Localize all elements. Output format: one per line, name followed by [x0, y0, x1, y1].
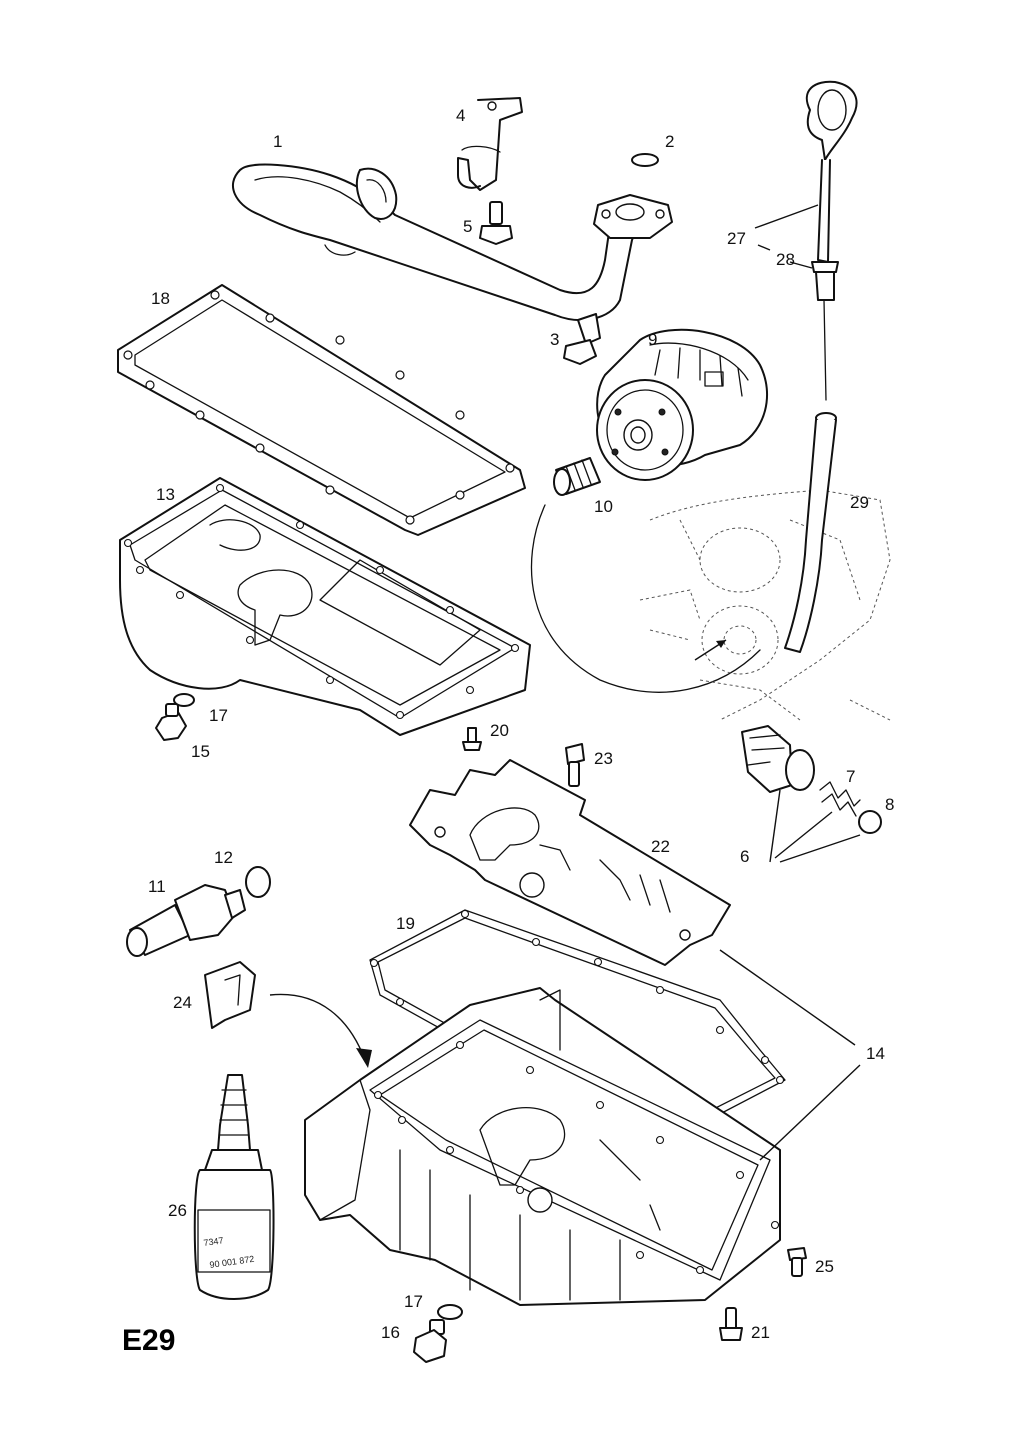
leader-lines: [719, 204, 861, 1161]
callout-14: 14: [866, 1044, 885, 1063]
oil-dipstick: [805, 80, 858, 401]
drain-plug-16: [413, 1319, 447, 1363]
oil-suction-pipe: [231, 163, 673, 321]
pipe-bracket: [457, 97, 523, 191]
callout-18: 18: [151, 289, 170, 308]
callout-23: 23: [594, 749, 613, 768]
callout-12: 12: [214, 848, 233, 867]
callout-labels: 1 2 3 4 5 6 7 8 9 10 11 12 13 14 15 16 1…: [148, 106, 894, 1342]
relief-valve-ball-8: [858, 810, 882, 834]
callout-26: 26: [168, 1201, 187, 1220]
sealing-ring-12: [245, 866, 271, 898]
assembly-arrow: [269, 993, 366, 1061]
callout-28: 28: [776, 250, 795, 269]
callout-4: 4: [456, 106, 465, 125]
seal-ring-17-upper: [173, 693, 195, 707]
bolt-20: [462, 727, 482, 751]
oil-pan-13: [119, 477, 531, 736]
page-code: E29: [122, 1324, 175, 1357]
callout-3: 3: [550, 330, 559, 349]
callout-9: 9: [648, 330, 657, 349]
clip-24: [204, 961, 256, 1029]
oil-pressure-switch-11: [126, 884, 246, 957]
relief-valve-plug-6: [741, 725, 815, 793]
threaded-nipple: [553, 457, 601, 496]
oil-pan-14: [304, 987, 781, 1306]
bolt-25: [787, 1247, 807, 1277]
callout-5: 5: [463, 217, 472, 236]
callout-6: 6: [740, 847, 749, 866]
drain-plug-15: [155, 703, 187, 741]
bolt-23: [565, 743, 585, 787]
callout-17-upper: 17: [209, 706, 228, 725]
o-ring: [631, 153, 659, 167]
callout-22: 22: [651, 837, 670, 856]
callout-1: 1: [273, 132, 282, 151]
bottle-label-code: 7347: [203, 1235, 224, 1248]
callout-21: 21: [751, 1323, 770, 1342]
assembly-arrowhead: [356, 1048, 372, 1068]
callout-24: 24: [173, 993, 192, 1012]
bolt-3: [563, 313, 601, 365]
callout-10: 10: [594, 497, 613, 516]
baffle-plate-22: [409, 759, 731, 966]
bolt-21: [719, 1307, 743, 1341]
sealant-bottle-26: [193, 1074, 275, 1300]
seal-ring-17-lower: [437, 1304, 463, 1320]
oil-filter: [596, 328, 769, 481]
location-detail-circle: [530, 489, 891, 721]
callout-19: 19: [396, 914, 415, 933]
callout-20: 20: [490, 721, 509, 740]
bolt-5: [479, 201, 513, 245]
relief-valve-spring-7: [819, 781, 861, 817]
callout-17-lower: 17: [404, 1292, 423, 1311]
callout-25: 25: [815, 1257, 834, 1276]
dipstick-guide-tube: [784, 412, 837, 653]
callout-2: 2: [665, 132, 674, 151]
callout-13: 13: [156, 485, 175, 504]
callout-8: 8: [885, 795, 894, 814]
callout-15: 15: [191, 742, 210, 761]
oil-pan-gasket-18: [117, 284, 526, 536]
callout-7: 7: [846, 767, 855, 786]
callout-11: 11: [148, 877, 166, 896]
callout-16: 16: [381, 1323, 400, 1342]
callout-27: 27: [727, 229, 746, 248]
callout-29: 29: [850, 493, 869, 512]
